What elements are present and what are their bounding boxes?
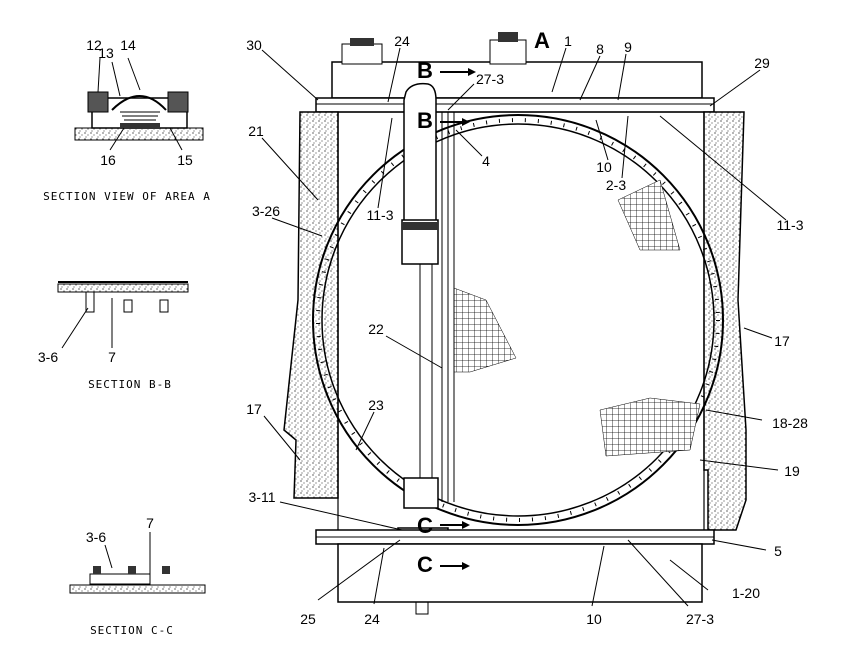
label-3-11: 3-11 [249, 489, 276, 505]
label-25: 25 [300, 611, 316, 627]
label-7: 7 [108, 349, 116, 365]
label-13: 13 [98, 45, 114, 61]
label-2-3: 2-3 [606, 177, 626, 193]
label-5: 5 [774, 543, 782, 559]
section-view-area-a: 12 13 14 16 15 SECTION VIEW OF AREA A [43, 37, 211, 203]
label-14: 14 [120, 37, 136, 53]
label-9: 9 [624, 39, 632, 55]
label-10: 10 [586, 611, 602, 627]
section-marker-a: A [534, 28, 550, 53]
label-7: 7 [146, 515, 154, 531]
label-17: 17 [774, 333, 790, 349]
label-11-3: 11-3 [777, 217, 804, 233]
label-22: 22 [368, 321, 384, 337]
label-21: 21 [248, 123, 264, 139]
label-19: 19 [784, 463, 800, 479]
caption-section-c: SECTION C-C [90, 624, 174, 637]
label-29: 29 [754, 55, 770, 71]
label-12: 12 [86, 37, 102, 53]
label-27-3: 27-3 [686, 611, 714, 627]
label-30: 30 [246, 37, 262, 53]
section-marker-c-top: C [417, 513, 433, 538]
leader-lines [261, 47, 787, 607]
section-marker-b-bottom: B [417, 108, 433, 133]
label-4: 4 [482, 153, 490, 169]
label-1: 1 [564, 33, 572, 49]
label-10: 10 [596, 159, 612, 175]
section-marker-c-bottom: C [417, 552, 433, 577]
label-11-3: 11-3 [367, 207, 394, 223]
section-b-b: 3-6 7 SECTION B-B [38, 281, 189, 391]
caption-section-b: SECTION B-B [88, 378, 172, 391]
section-c-c: 3-6 7 SECTION C-C [69, 515, 206, 637]
label-27-3: 27-3 [476, 71, 504, 87]
label-16: 16 [100, 152, 116, 168]
label-3-6: 3-6 [38, 349, 58, 365]
label-24: 24 [394, 33, 410, 49]
label-3-6: 3-6 [86, 529, 106, 545]
label-24: 24 [364, 611, 380, 627]
label-15: 15 [177, 152, 193, 168]
label-18-28: 18-28 [772, 415, 808, 431]
label-8: 8 [596, 41, 604, 57]
radiator-main-view: A B B C C 30 24 27-3 1 8 9 29 21 4 10 2-… [246, 28, 808, 627]
label-3-26: 3-26 [252, 203, 280, 219]
caption-section-a: SECTION VIEW OF AREA A [43, 190, 211, 203]
label-1-20: 1-20 [732, 585, 760, 601]
label-17: 17 [246, 401, 262, 417]
section-marker-b-top: B [417, 58, 433, 83]
label-23: 23 [368, 397, 384, 413]
